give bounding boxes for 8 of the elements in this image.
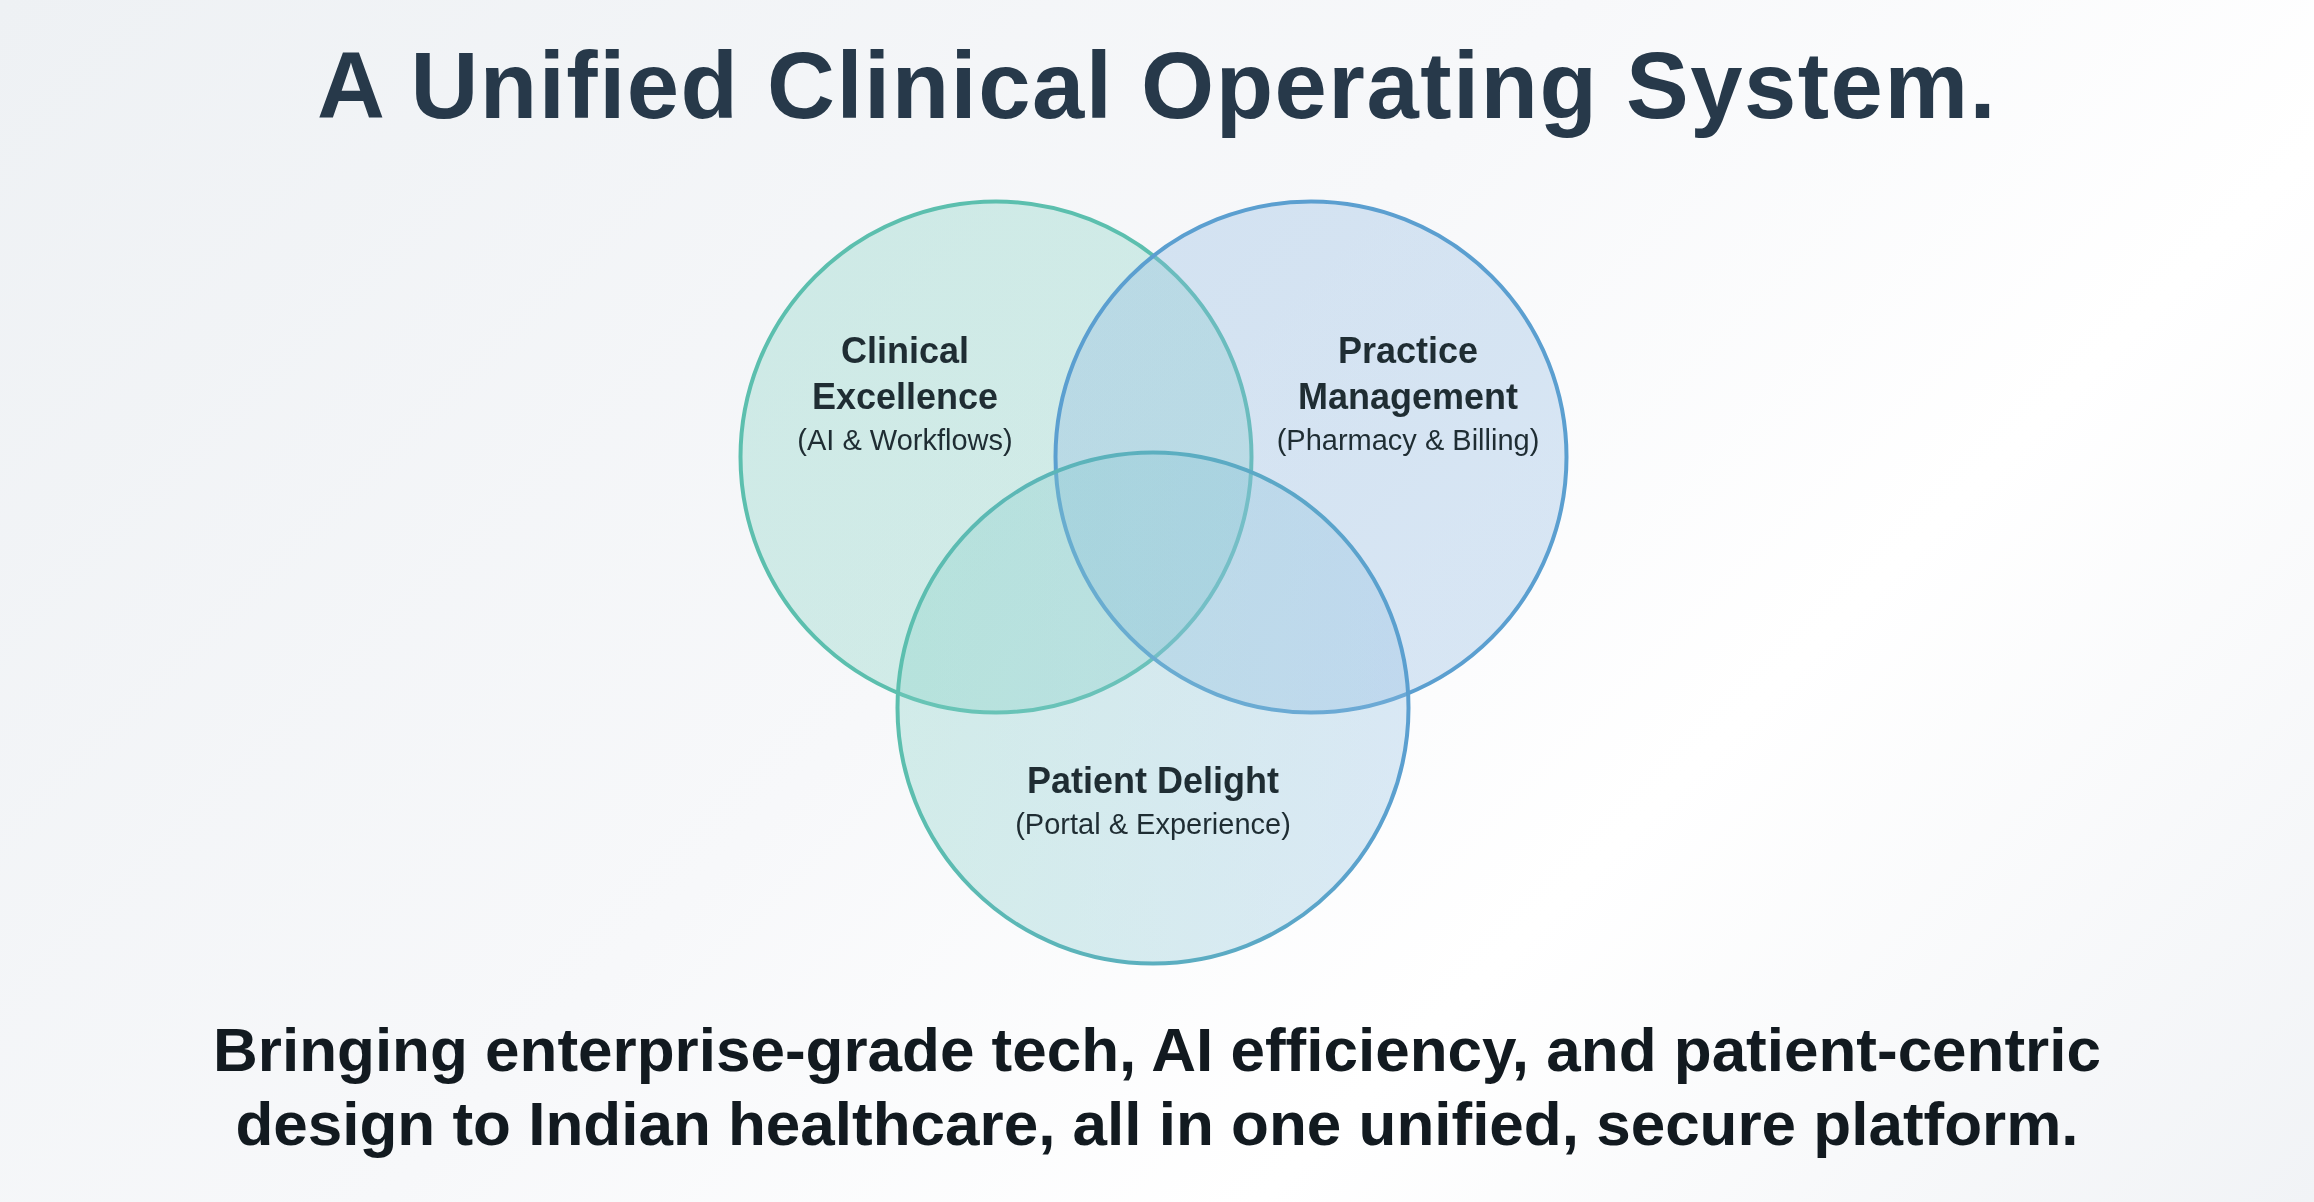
page-title: A Unified Clinical Operating System.: [316, 33, 1998, 139]
circle-title: Practice Management: [1297, 329, 1518, 419]
circle-subtitle: (Pharmacy & Billing): [1276, 423, 1540, 458]
circle-title: Clinical Excellence: [811, 329, 999, 419]
circle-subtitle: (Portal & Experience): [1015, 807, 1291, 842]
circle-subtitle: (AI & Workflows): [797, 423, 1013, 458]
circle-title: Patient Delight: [1027, 759, 1279, 803]
caption: Bringing enterprise-grade tech, AI efficiency, and patient-centric design to Indian healthcare, all in one unified, secure platform.: [212, 1014, 2102, 1160]
